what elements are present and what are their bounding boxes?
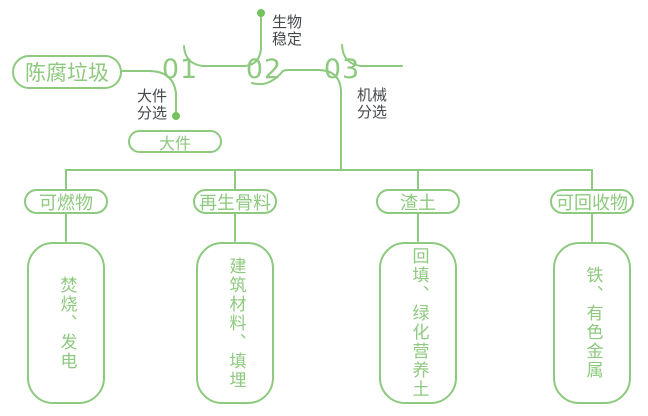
step-number-02: 02 xyxy=(245,54,283,85)
step02-label-bio-stabilization: 生物 稳定 xyxy=(272,14,302,48)
step01-label-bulky-sorting: 大件 分选 xyxy=(137,88,167,122)
category-pill-recycled-aggregate: 再生骨料 xyxy=(193,189,277,214)
category-label-recyclables: 可回收物 xyxy=(556,192,628,214)
output-text-recycled-aggregate: 建筑材料、填埋 xyxy=(225,256,246,390)
step-number-01: 01 xyxy=(161,54,199,85)
source-node-aged-waste: 陈腐垃圾 xyxy=(12,55,122,89)
step-number-03: 03 xyxy=(323,54,361,85)
category-pill-combustibles: 可燃物 xyxy=(24,189,108,214)
step01-label-line1: 大件 xyxy=(137,87,168,105)
step02-label-line1: 生物 xyxy=(272,13,303,31)
step03-label-line1: 机械 xyxy=(357,86,388,104)
output-box-recycled-aggregate: 建筑材料、填埋 xyxy=(196,242,274,404)
output-box-slag-soil: 回填、绿化营养土 xyxy=(379,242,457,404)
line-step02-arc-to-step03-and-drop xyxy=(251,69,342,170)
output-box-recyclables: 铁、有色金属 xyxy=(553,242,631,404)
output-text-slag-soil: 回填、绿化营养土 xyxy=(408,247,429,399)
step02-label-line2: 稳定 xyxy=(272,30,303,48)
step03-label-line2: 分选 xyxy=(357,103,388,121)
large-item-output-label: 大件 xyxy=(158,133,191,153)
source-node-label: 陈腐垃圾 xyxy=(25,61,109,85)
output-text-recyclables: 铁、有色金属 xyxy=(582,266,603,380)
category-pill-slag-soil: 渣土 xyxy=(376,189,460,214)
category-label-slag-soil: 渣土 xyxy=(400,192,436,214)
step03-label-mechanical-sorting: 机械 分选 xyxy=(357,87,387,121)
category-pill-recyclables: 可回收物 xyxy=(550,189,634,214)
category-label-recycled-aggregate: 再生骨料 xyxy=(199,192,271,214)
large-item-output-pill: 大件 xyxy=(128,130,222,153)
bio-branch-dot xyxy=(257,9,265,17)
large-item-branch-dot xyxy=(172,112,180,120)
line-step03-arc-out xyxy=(341,44,403,67)
distribution-rail xyxy=(65,169,593,190)
output-text-combustibles: 焚烧、发电 xyxy=(56,275,77,371)
line-step01-arc-to-step02-and-bio-branch xyxy=(183,16,262,67)
category-label-combustibles: 可燃物 xyxy=(39,192,93,214)
line-source-to-step01-and-large-item-branch xyxy=(121,70,177,113)
step01-label-line2: 分选 xyxy=(137,104,168,122)
output-box-combustibles: 焚烧、发电 xyxy=(27,242,105,404)
